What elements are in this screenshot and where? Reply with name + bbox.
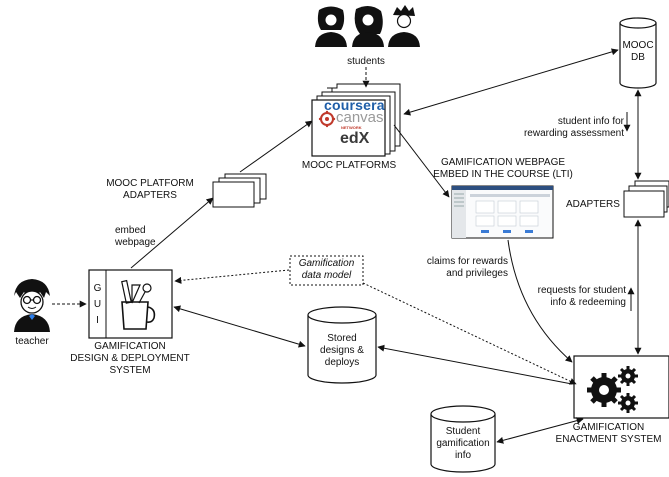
edge-db-platforms bbox=[403, 48, 619, 116]
edx-logo: edX bbox=[340, 130, 370, 147]
edge-platforms-webpage bbox=[393, 124, 450, 198]
edge-claims-enactment bbox=[507, 239, 573, 363]
gui-letter-u: U bbox=[93, 299, 102, 310]
stored-designs-label: Stored designs & deploys bbox=[320, 333, 364, 368]
data-model-box bbox=[289, 255, 364, 286]
coursera-logo: coursera bbox=[324, 97, 385, 113]
design-system-label: GAMIFICATION DESIGN & DEPLOYMENT SYSTEM bbox=[70, 341, 190, 376]
requests-student-info-label: requests for student info & redeeming bbox=[537, 285, 626, 308]
edge-enactment-stored bbox=[377, 344, 573, 385]
embed-webpage-label: embed webpage bbox=[115, 225, 156, 248]
gui-letter-g: G bbox=[93, 283, 102, 294]
adapters-label: ADAPTERS bbox=[566, 199, 620, 210]
edge-datamodel-design bbox=[174, 269, 290, 284]
design-system-box bbox=[88, 269, 173, 339]
canvas-network-text: NETWORK bbox=[341, 125, 362, 130]
data-model-label: Gamification data model bbox=[298, 258, 355, 281]
gui-letter-i: I bbox=[96, 315, 99, 326]
platform-adapters-stack bbox=[212, 173, 267, 208]
edge-enactment-studentinfo bbox=[496, 417, 584, 444]
students-label: students bbox=[347, 56, 385, 67]
pencil-cup-icon bbox=[121, 279, 156, 330]
teacher-icon bbox=[14, 279, 50, 332]
mooc-platforms-stack bbox=[311, 83, 401, 157]
enactment-system-label: GAMIFICATION ENACTMENT SYSTEM bbox=[555, 422, 662, 445]
stored-designs-cylinder bbox=[307, 306, 377, 384]
student-info-cylinder bbox=[430, 405, 496, 473]
edge-adapters-platforms bbox=[239, 120, 313, 173]
adapters-stack bbox=[623, 180, 669, 218]
canvas-logo-text: canvas bbox=[336, 109, 384, 126]
gamification-webpage-screenshot bbox=[451, 185, 554, 239]
claims-rewards-label: claims for rewards and privileges bbox=[426, 256, 508, 279]
mooc-db-cylinder bbox=[619, 17, 657, 89]
canvas-logo-icon bbox=[318, 110, 336, 128]
edge-datamodel-enactment bbox=[362, 282, 577, 385]
students-icon bbox=[315, 5, 420, 47]
platform-adapters-label: MOOC PLATFORM ADAPTERS bbox=[106, 178, 194, 201]
student-info-rewarding-label: student info for rewarding assessment bbox=[523, 116, 624, 139]
mooc-platforms-label: MOOC PLATFORMS bbox=[301, 160, 397, 171]
edge-design-stored bbox=[173, 305, 306, 348]
gears-icon bbox=[587, 366, 638, 413]
teacher-label: teacher bbox=[15, 336, 49, 347]
student-info-label: Student gamification info bbox=[436, 426, 490, 461]
mooc-db-label: MOOC DB bbox=[622, 40, 654, 63]
gamification-webpage-label: GAMIFICATION WEBPAGE EMBED IN THE COURSE… bbox=[433, 157, 573, 180]
edge-embed-webpage bbox=[130, 197, 214, 269]
